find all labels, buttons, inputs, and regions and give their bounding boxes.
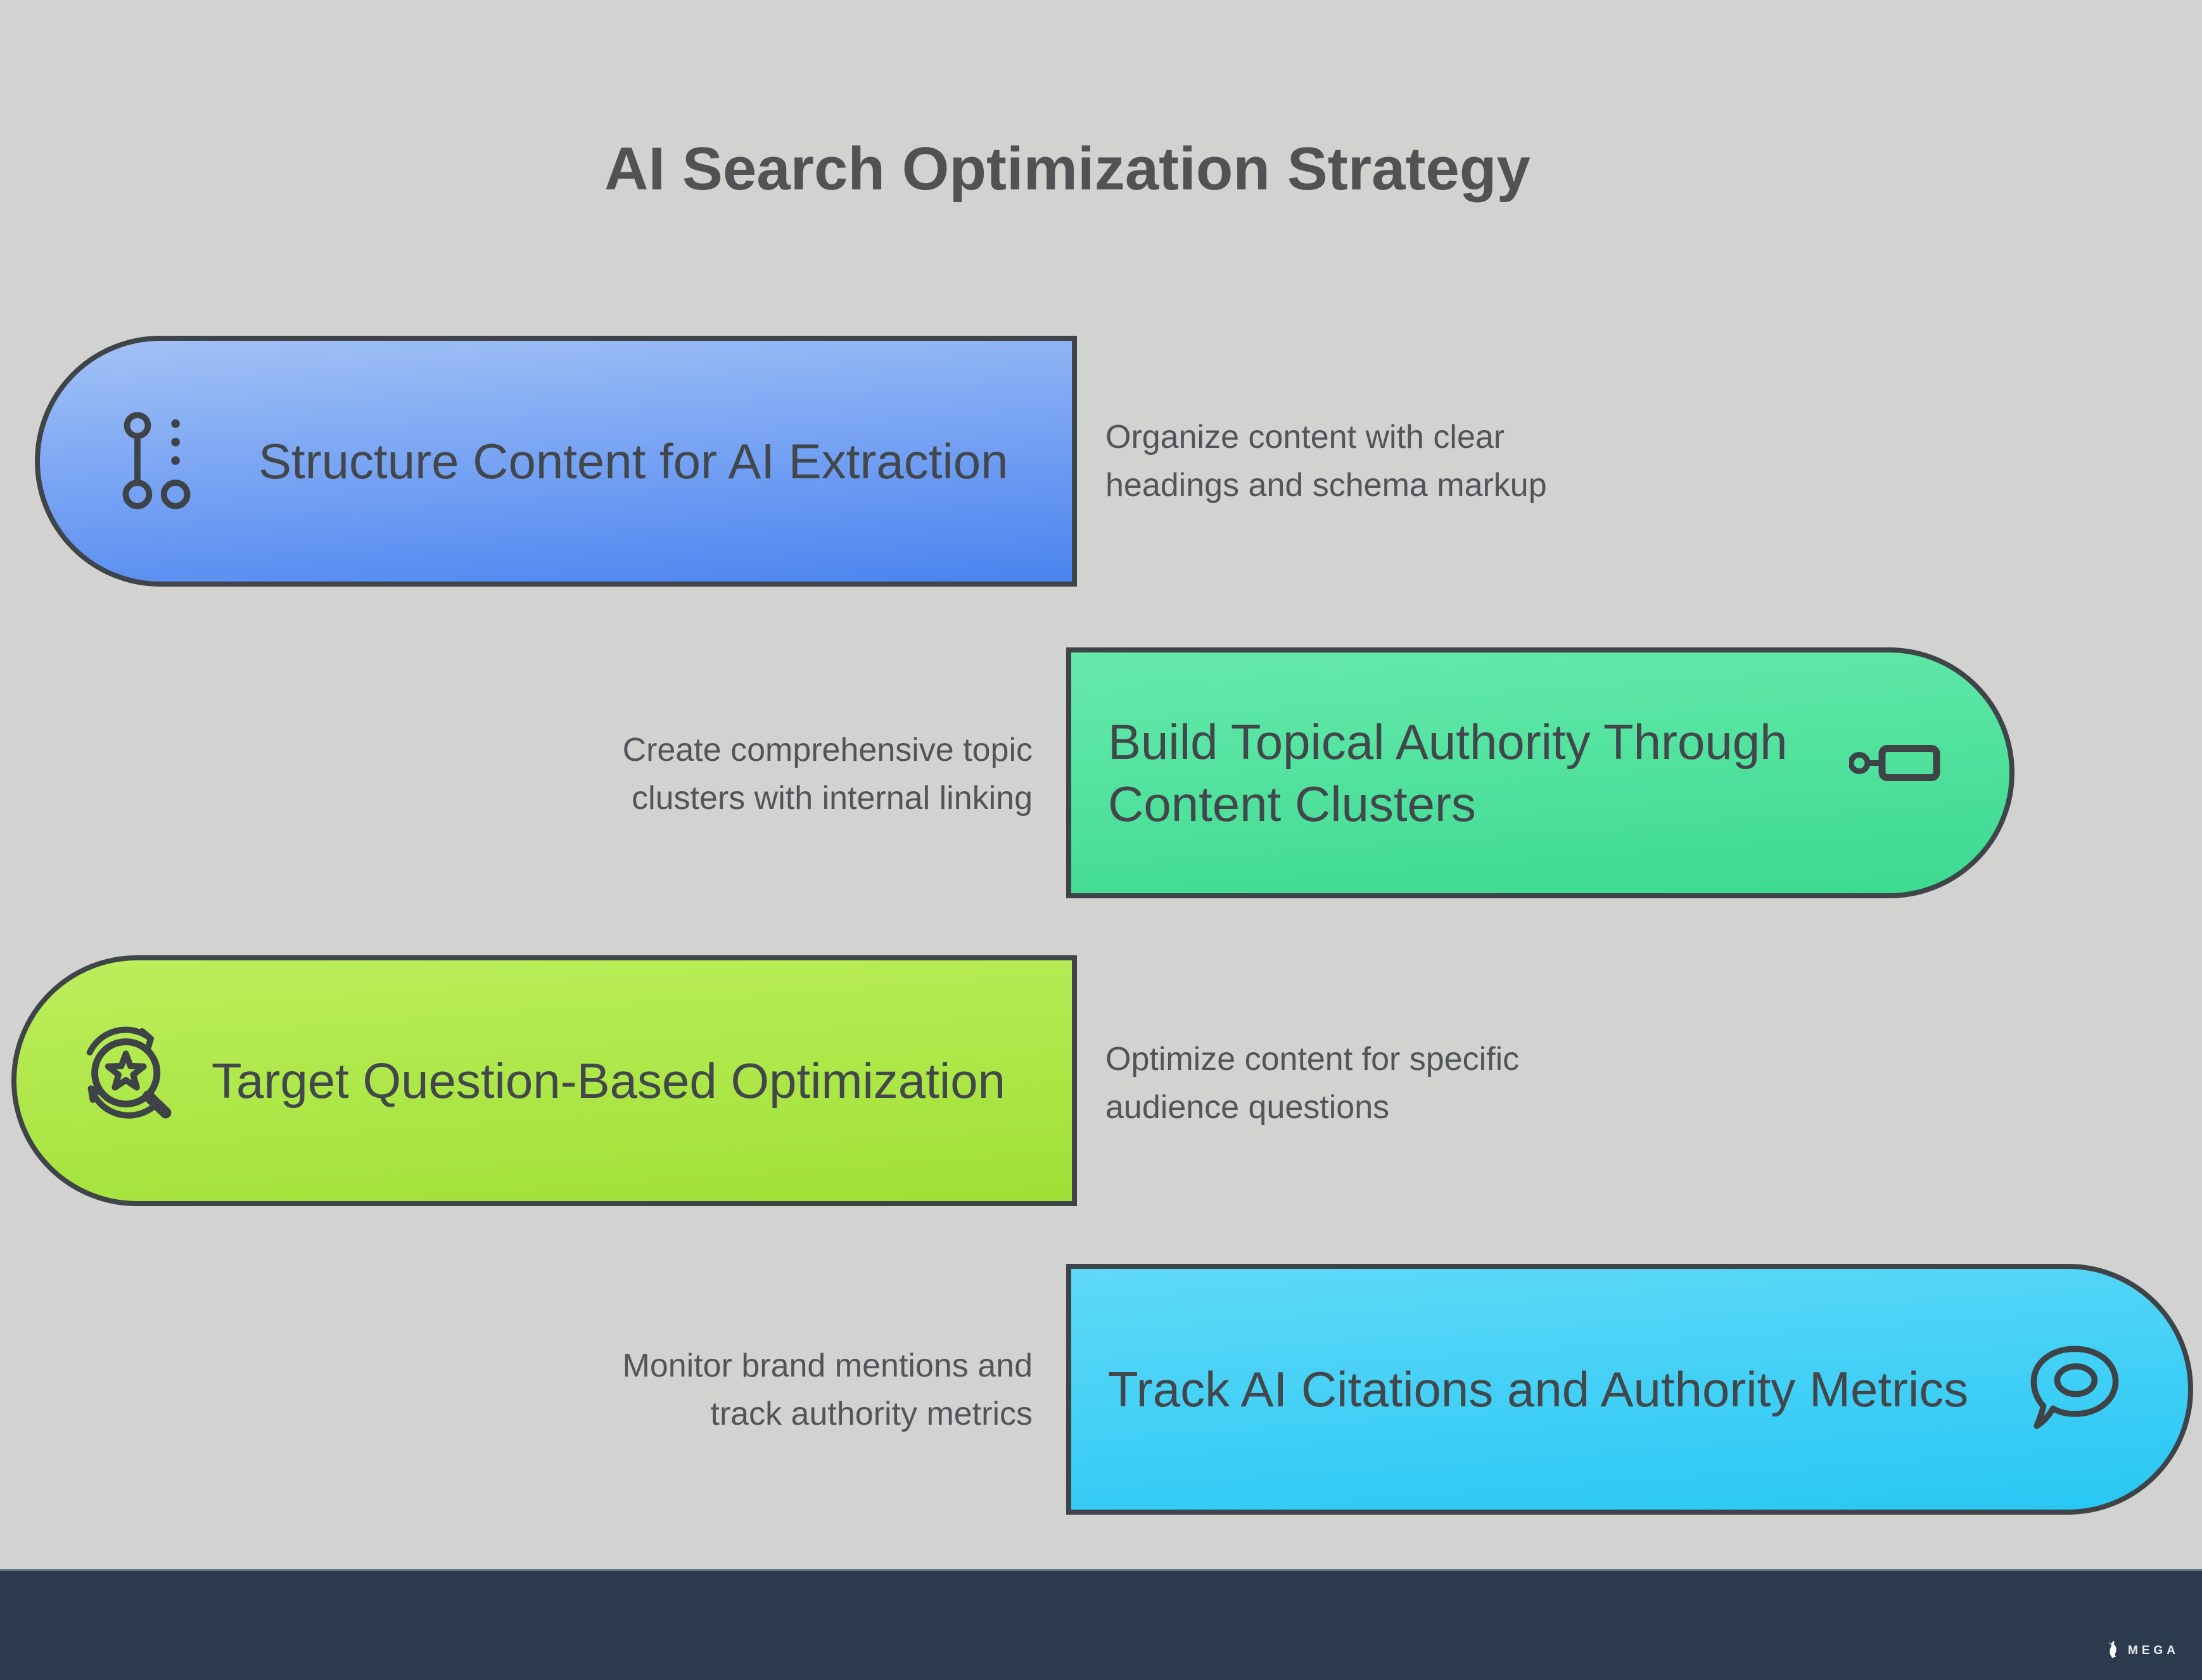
step-title: Structure Content for AI Extraction: [258, 433, 1009, 489]
statue-logo-icon: [2106, 1640, 2122, 1661]
step-banner-structure-content: Structure Content for AI Extraction: [35, 336, 1077, 587]
chat-bubble-icon: [2027, 1344, 2123, 1435]
step-banner-track-citations: Track AI Citations and Authority Metrics: [1066, 1264, 2193, 1515]
footer-bar: MEGA: [0, 1569, 2202, 1680]
search-star-refresh-icon: [77, 1026, 186, 1135]
step-title: Target Question-Based Optimization: [212, 1053, 1005, 1109]
brand-name: MEGA: [2128, 1643, 2179, 1657]
workflow-steps-icon: [110, 409, 205, 514]
page-title: AI Search Optimization Strategy: [604, 135, 1531, 203]
node-link-icon: [1849, 739, 1941, 787]
brand-logo: MEGA: [2106, 1640, 2179, 1661]
step-banner-question-optimization: Target Question-Based Optimization: [11, 955, 1077, 1206]
step-title: Track AI Citations and Authority Metrics: [1108, 1361, 1969, 1417]
